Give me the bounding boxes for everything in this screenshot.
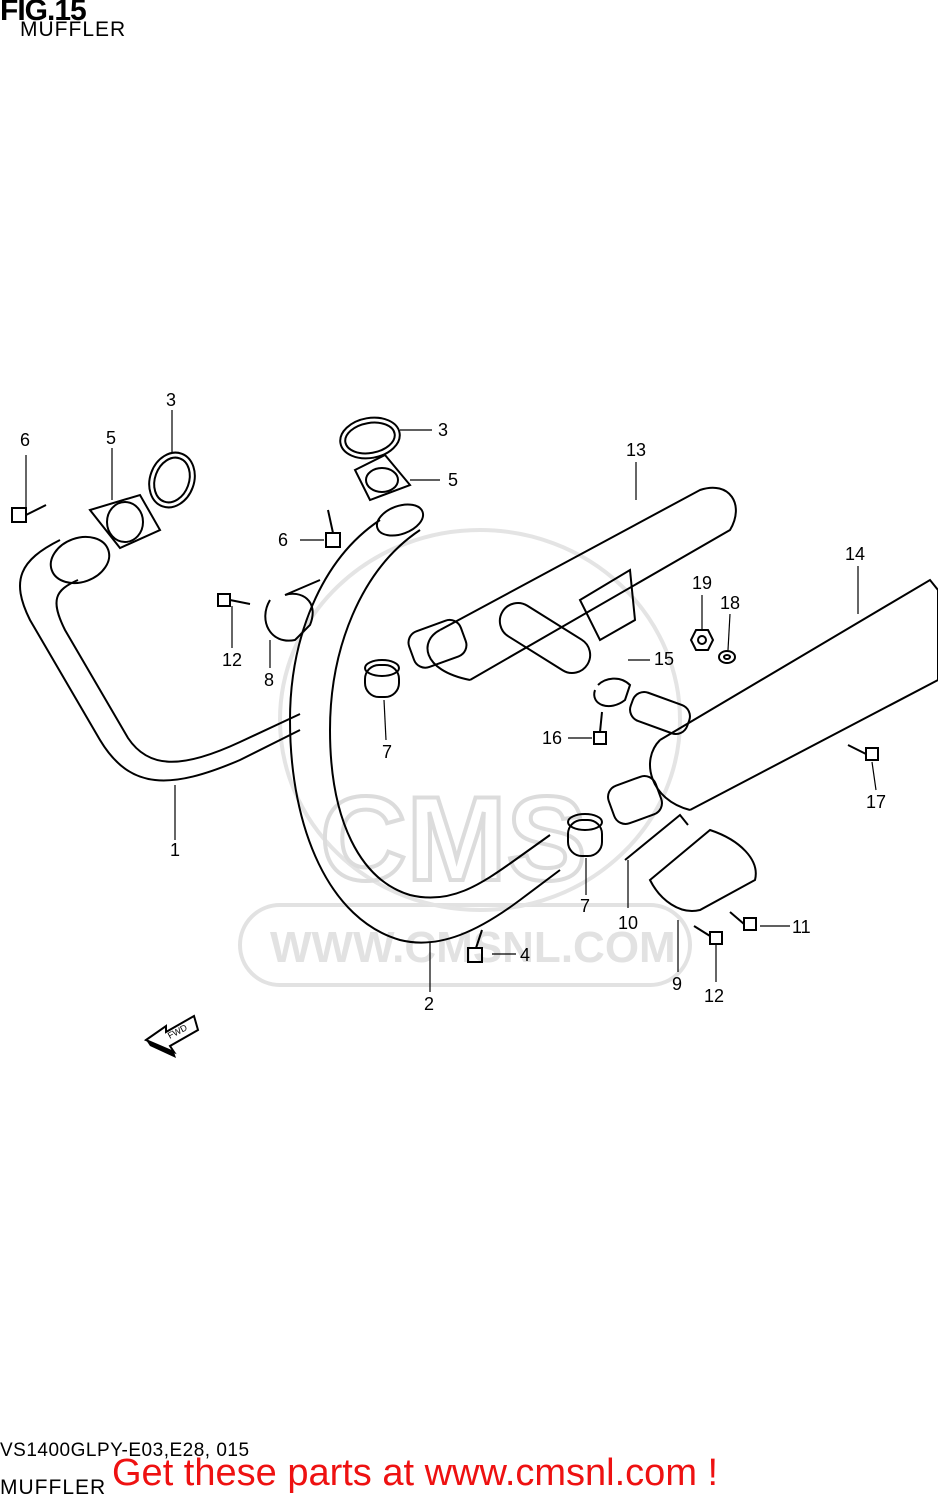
heat-shield-tip <box>624 813 757 912</box>
bolt-6a <box>11 504 47 523</box>
bolt-12a <box>217 593 251 607</box>
exhaust-pipe-rear <box>288 503 561 944</box>
callout-3a: 3 <box>166 390 176 410</box>
callout-7a: 7 <box>382 742 392 762</box>
promo-link[interactable]: Get these parts at www.cmsnl.com ! <box>112 1452 719 1494</box>
callout-13: 13 <box>626 440 646 460</box>
bolt-16 <box>593 711 607 745</box>
callout-6a: 6 <box>20 430 30 450</box>
bolt-6b <box>325 509 341 548</box>
gasket-right <box>339 416 401 460</box>
footer-title: MUFFLER <box>0 1476 107 1499</box>
callout-10: 10 <box>618 913 638 933</box>
callout-1: 1 <box>170 840 180 860</box>
callout-3b: 3 <box>438 420 448 440</box>
figure-title: MUFFLER <box>20 18 127 41</box>
connector-1 <box>364 659 400 698</box>
callout-5a: 5 <box>106 428 116 448</box>
forward-direction-arrow: FWD <box>143 1014 200 1058</box>
bolt-4 <box>467 929 483 963</box>
callout-11: 11 <box>792 917 811 937</box>
watermark-logo: CMS <box>320 772 587 906</box>
callout-18: 18 <box>720 593 740 613</box>
bolt-17 <box>847 744 879 761</box>
callout-4: 4 <box>520 945 530 965</box>
muffler-front <box>607 578 938 825</box>
callout-8: 8 <box>264 670 274 690</box>
callout-12b: 12 <box>704 986 724 1006</box>
callout-6b: 6 <box>278 530 288 550</box>
connector-2 <box>567 813 603 857</box>
callout-16: 16 <box>542 728 562 748</box>
clamp-8 <box>264 579 321 642</box>
callout-19: 19 <box>692 573 712 593</box>
callout-2: 2 <box>424 994 434 1014</box>
gasket-left <box>148 451 196 509</box>
callout-9: 9 <box>672 974 682 994</box>
exhaust-pipe-front <box>19 535 301 782</box>
callout-15: 15 <box>654 649 674 669</box>
nut-19 <box>689 629 715 651</box>
clamp-15 <box>593 677 632 708</box>
figure-number: FIG.15 <box>0 0 87 27</box>
bolt-12b <box>693 925 723 945</box>
washer-18 <box>718 650 736 664</box>
callout-17: 17 <box>866 792 886 812</box>
model-code: VS1400GLPY-E03,E28, 015 <box>0 1440 250 1461</box>
callout-14: 14 <box>845 544 865 564</box>
callout-labels: 6 5 3 3 5 6 13 14 19 18 15 16 17 12 8 7 … <box>20 390 886 1014</box>
flange-right <box>353 453 412 502</box>
muffler-rear <box>407 486 737 681</box>
callout-5b: 5 <box>448 470 458 490</box>
flange-left <box>88 493 162 550</box>
callout-7b: 7 <box>580 896 590 916</box>
callout-12a: 12 <box>222 650 242 670</box>
bolt-11 <box>729 911 757 931</box>
leader-lines <box>25 410 877 992</box>
